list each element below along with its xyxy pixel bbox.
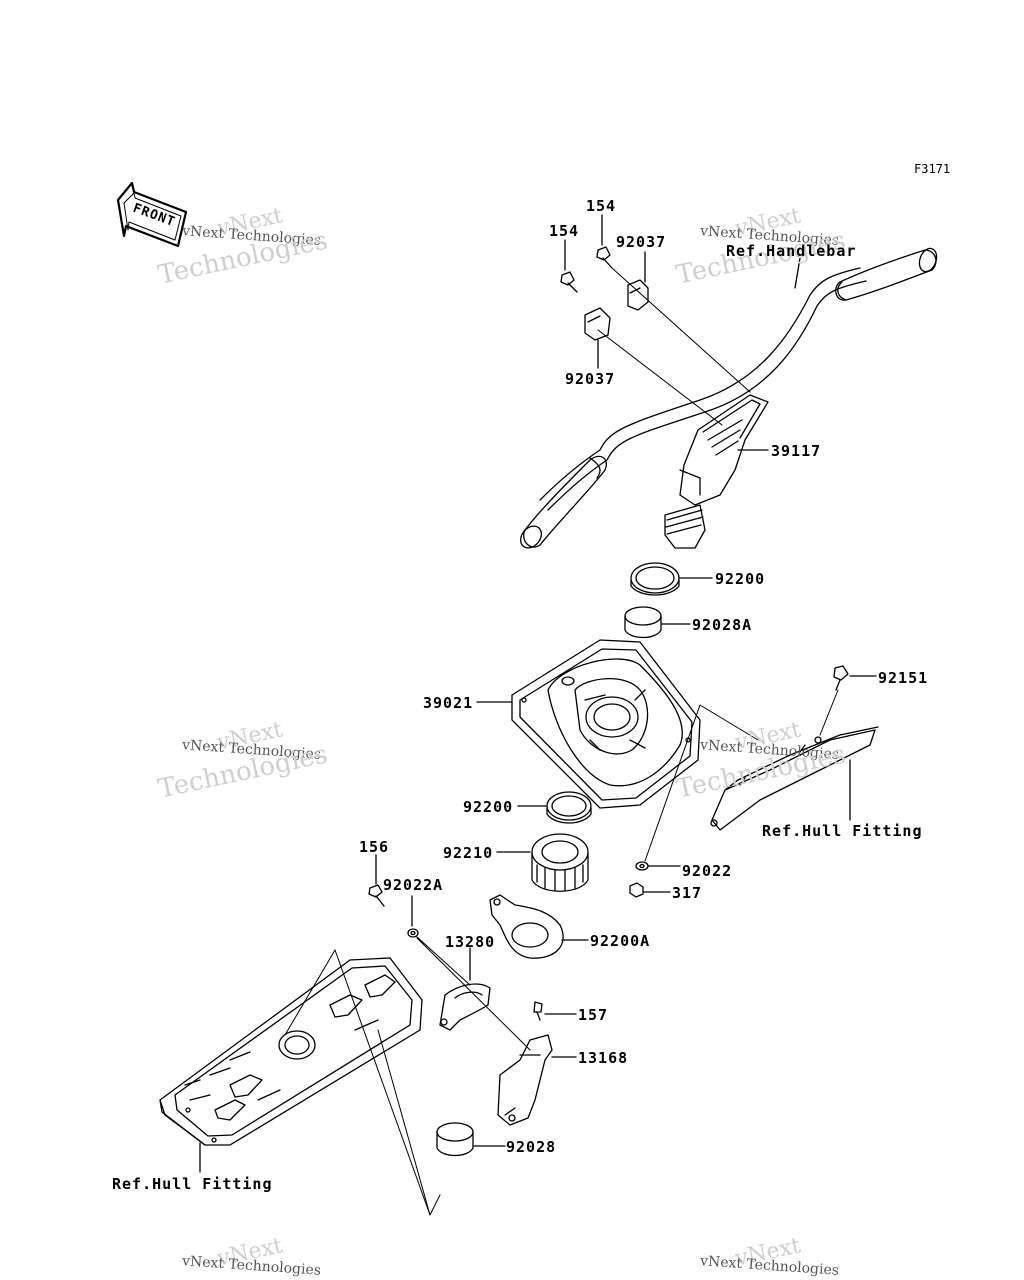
washer-92022	[635, 861, 649, 871]
figure-code: F3171	[914, 162, 951, 176]
nut-317	[629, 882, 644, 898]
washer-92022A	[407, 928, 419, 938]
screw-157	[533, 1001, 543, 1021]
label-ref-hull-fitting-right: Ref.Hull Fitting	[762, 822, 923, 840]
boot-39021	[511, 639, 701, 809]
clamp-lower	[584, 307, 611, 341]
label-157: 157	[578, 1006, 609, 1024]
clamp-upper	[627, 279, 649, 311]
ring-92028	[436, 1122, 474, 1157]
label-92022: 92022	[682, 862, 733, 880]
label-92200-middle: 92200	[463, 798, 514, 816]
label-92037-upper: 92037	[616, 233, 667, 251]
label-154-lower: 154	[549, 222, 580, 240]
ring-92200-upper	[630, 562, 680, 596]
handlebar	[520, 247, 938, 549]
label-154-upper: 154	[586, 197, 617, 215]
bracket-13280	[439, 983, 491, 1031]
ring-92200-middle	[546, 791, 592, 824]
label-13280: 13280	[445, 933, 496, 951]
label-ref-hull-fitting-left: Ref.Hull Fitting	[112, 1175, 273, 1193]
label-ref-handlebar: Ref.Handlebar	[726, 242, 857, 260]
label-317: 317	[672, 884, 703, 902]
bolt-154-a	[596, 246, 613, 269]
label-156: 156	[359, 838, 390, 856]
label-92210: 92210	[443, 844, 494, 862]
front-arrow-icon	[116, 181, 188, 248]
hull-fitting-left	[159, 957, 423, 1146]
label-92028: 92028	[506, 1138, 557, 1156]
bolt-92151	[833, 665, 849, 691]
bolt-154-b	[560, 271, 578, 293]
steering-column-cover	[664, 394, 769, 549]
plate-92200A	[489, 894, 564, 959]
ring-92028A	[624, 606, 662, 639]
label-92028A: 92028A	[692, 616, 753, 634]
hull-fitting-right	[710, 726, 879, 831]
label-13168: 13168	[578, 1049, 629, 1067]
label-92022A: 92022A	[383, 876, 444, 894]
bushing-92210	[531, 833, 589, 892]
label-92037-lower: 92037	[565, 370, 616, 388]
bolt-156	[368, 884, 385, 907]
label-92151: 92151	[878, 669, 929, 687]
bracket-13168	[497, 1034, 553, 1126]
label-39021: 39021	[423, 694, 474, 712]
label-92200A: 92200A	[590, 932, 651, 950]
label-92200-upper: 92200	[715, 570, 766, 588]
label-39117: 39117	[771, 442, 822, 460]
